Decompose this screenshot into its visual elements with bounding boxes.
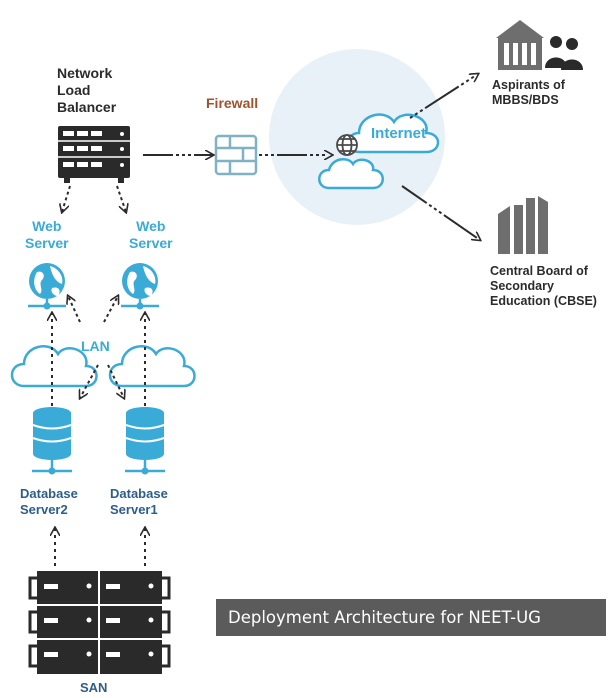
cbse-label: Central Board of Secondary Education (CB… xyxy=(490,264,597,309)
link-lan-cross-4 xyxy=(107,364,124,398)
internet-label: Internet xyxy=(371,125,427,142)
web-server-left-label: Web Server xyxy=(25,218,69,252)
firewall-label: Firewall xyxy=(206,95,259,111)
san-label: SAN xyxy=(80,680,108,695)
database-icon xyxy=(32,407,72,475)
aspirants-label: Aspirants of MBBS/BDS xyxy=(492,78,565,108)
label-line: Server xyxy=(129,235,173,251)
globe-icon xyxy=(336,134,358,156)
lan-label: LAN xyxy=(81,338,110,354)
globe-icon xyxy=(28,263,66,310)
link-balancer-web-right xyxy=(116,185,126,212)
label-line: Web xyxy=(136,218,166,234)
label-line: MBBS/BDS xyxy=(492,93,559,107)
people-icon xyxy=(545,36,583,70)
link-lan-cross-2 xyxy=(103,296,118,323)
link-lan-cross-3 xyxy=(80,364,99,398)
building-icon xyxy=(496,20,544,70)
cbse-building-icon xyxy=(498,196,548,254)
db-server-2-label: Database Server2 xyxy=(20,486,78,518)
link-balancer-web-left xyxy=(62,185,71,212)
label-line: Network xyxy=(57,65,113,81)
label-line: Database xyxy=(20,486,78,501)
link-internet-aspirants xyxy=(409,74,478,119)
label-line: Central Board of xyxy=(490,264,588,278)
network-load-balancer-label: Network Load Balancer xyxy=(57,65,116,116)
san-storage-icon xyxy=(28,571,171,674)
database-icon xyxy=(125,407,165,475)
firewall-icon xyxy=(214,134,258,176)
server-rack-icon xyxy=(58,126,130,183)
label-line: Balancer xyxy=(57,99,117,115)
label-line: Load xyxy=(57,82,91,98)
globe-icon xyxy=(121,263,159,310)
caption-banner: Deployment Architecture for NEET-UG xyxy=(216,599,606,636)
label-line: Aspirants of xyxy=(492,78,565,92)
label-line: Server2 xyxy=(20,502,68,517)
label-line: Secondary xyxy=(490,279,554,293)
label-line: Education (CBSE) xyxy=(490,294,597,308)
cloud-icon xyxy=(10,345,196,388)
link-lan-cross-1 xyxy=(68,296,81,323)
link-internet-cbse xyxy=(401,185,480,240)
db-server-1-label: Database Server1 xyxy=(110,486,168,518)
label-line: Server1 xyxy=(110,502,158,517)
cloud-icon xyxy=(318,113,440,190)
web-server-right-label: Web Server xyxy=(129,218,173,252)
label-line: Server xyxy=(25,235,69,251)
label-line: Database xyxy=(110,486,168,501)
label-line: Web xyxy=(32,218,62,234)
